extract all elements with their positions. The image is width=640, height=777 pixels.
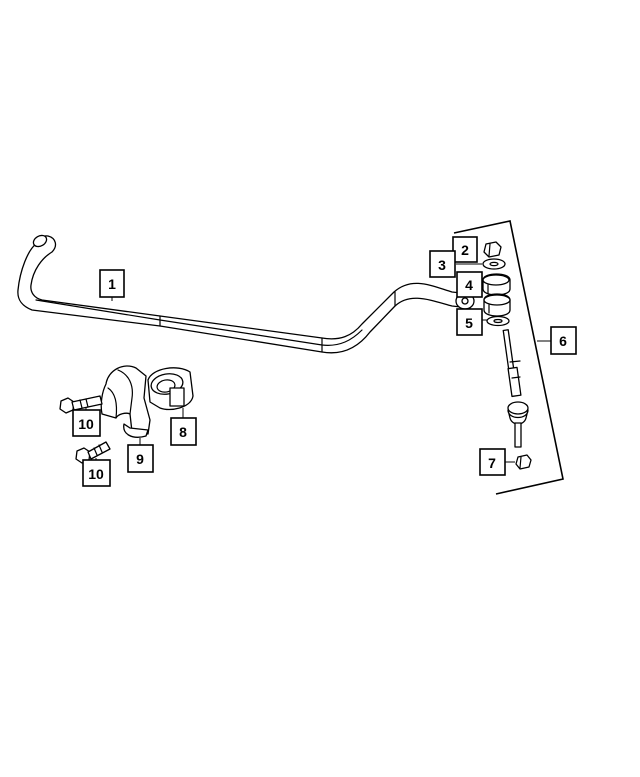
washer-bottom bbox=[486, 315, 510, 327]
nut-bottom bbox=[515, 454, 532, 470]
callout-6: 6 bbox=[559, 333, 567, 349]
nut-top bbox=[483, 241, 502, 258]
callout-10-upper: 10 bbox=[78, 416, 94, 432]
link-rod bbox=[502, 329, 529, 448]
bushing-lower bbox=[483, 293, 511, 317]
callout-3: 3 bbox=[438, 257, 446, 273]
callout-9: 9 bbox=[136, 451, 144, 467]
link-kit-bracket bbox=[453, 220, 564, 495]
callout-2: 2 bbox=[461, 242, 469, 258]
callout-5: 5 bbox=[465, 315, 473, 331]
stabilizer-bar bbox=[17, 234, 475, 354]
bushing-retainer bbox=[100, 365, 151, 438]
callout-4: 4 bbox=[465, 277, 473, 293]
bushing-upper bbox=[482, 273, 511, 296]
callout-7: 7 bbox=[488, 455, 496, 471]
stabilizer-bushing bbox=[147, 367, 194, 411]
callout-10-lower: 10 bbox=[88, 466, 104, 482]
callout-1: 1 bbox=[108, 276, 116, 292]
callout-8: 8 bbox=[179, 424, 187, 440]
washer-top bbox=[482, 258, 506, 270]
